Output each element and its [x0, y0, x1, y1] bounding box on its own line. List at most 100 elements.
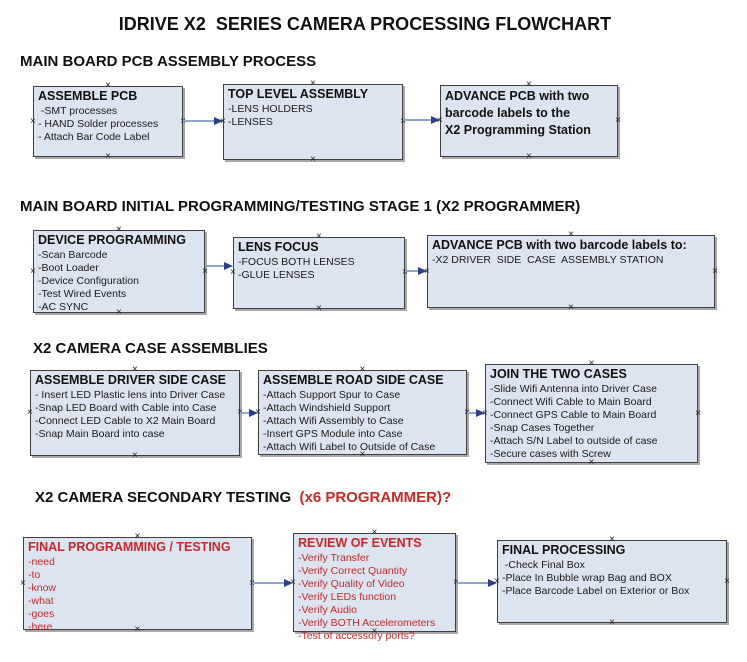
- flow-arrow: [205, 261, 233, 271]
- flow-box-join-the-two-cases[interactable]: JOIN THE TWO CASES -Slide Wifi Antenna i…: [482, 359, 701, 468]
- box-item: -Place Barcode Label on Exterior or Box: [502, 585, 690, 597]
- arrow-line: [205, 265, 224, 267]
- box-item: -Test Wired Events: [38, 288, 127, 300]
- flow-box-review-of-events[interactable]: REVIEW OF EVENTS -Verify Transfer-Verify…: [290, 528, 459, 643]
- connection-handle-icon: ×: [568, 302, 574, 313]
- flow-box-lens-focus[interactable]: LENS FOCUS -FOCUS BOTH LENSES-GLUE LENSE…: [230, 232, 408, 314]
- box-item: -Verify Quality of Video: [298, 578, 405, 590]
- box-item: - HAND Solder processes: [38, 118, 159, 130]
- flow-arrow: [183, 116, 223, 126]
- arrow-head-icon: [488, 579, 497, 587]
- box-items: -Scan Barcode-Boot Loader-Device Configu…: [38, 249, 200, 314]
- box-title: LENS FOCUS: [238, 240, 319, 254]
- box-item: - Attach Bar Code Label: [38, 131, 150, 143]
- box-item: -here: [28, 621, 53, 633]
- box-item: -Test of accessory ports?: [298, 630, 415, 642]
- arrow-line: [240, 412, 249, 414]
- box-title: DEVICE PROGRAMMING: [38, 233, 186, 247]
- arrow-head-icon: [214, 117, 223, 125]
- box-title: ASSEMBLE PCB: [38, 89, 138, 103]
- box-item: -Scan Barcode: [38, 249, 108, 261]
- box-title: TOP LEVEL ASSEMBLY: [228, 87, 369, 101]
- box-item: -Verify LEDs function: [298, 591, 397, 603]
- box-item: -to: [28, 569, 41, 581]
- section-header-initial-programming: MAIN BOARD INITIAL PROGRAMMING/TESTING S…: [20, 198, 581, 215]
- flow-arrow: [456, 578, 497, 588]
- connection-handle-icon: ×: [105, 151, 111, 162]
- box-items: -Slide Wifi Antenna into Driver Case-Con…: [490, 383, 693, 461]
- box-item: -Attach Wifi Assembly to Case: [263, 415, 404, 427]
- arrow-line: [183, 120, 214, 122]
- box-item: -LENSES: [228, 116, 273, 128]
- box-items: -need-to-know-what-goes-here: [28, 556, 247, 634]
- connection-handle-icon: ×: [316, 303, 322, 314]
- connection-handle-icon: ×: [712, 265, 718, 277]
- box-items: -Attach Support Spur to Case-Attach Wind…: [263, 389, 462, 454]
- flow-box-top-level-assembly[interactable]: TOP LEVEL ASSEMBLY -LENS HOLDERS-LENSES …: [220, 79, 406, 165]
- arrow-head-icon: [284, 579, 293, 587]
- section-header-red-text: (x6 PROGRAMMER)?: [299, 489, 452, 506]
- connection-handle-icon: ×: [609, 617, 615, 628]
- box-item: -Place In Bubble wrap Bag and BOX: [502, 572, 672, 584]
- box-item: -Secure cases with Screw: [490, 448, 611, 460]
- box-item: -Insert GPS Module into Case: [263, 428, 403, 440]
- flow-arrow: [467, 408, 485, 418]
- flow-box-final-programming-testing[interactable]: FINAL PROGRAMMING / TESTING -need-to-kno…: [20, 532, 255, 635]
- flow-box-device-programming[interactable]: DEVICE PROGRAMMING -Scan Barcode-Boot Lo…: [30, 225, 208, 318]
- box-item: -GLUE LENSES: [238, 269, 315, 281]
- box-item: -what: [28, 595, 54, 607]
- box-item: -AC SYNC: [38, 301, 89, 313]
- section-header-pcb-assembly: MAIN BOARD PCB ASSEMBLY PROCESS: [20, 53, 317, 70]
- arrow-head-icon: [476, 409, 485, 417]
- box-item: -Device Configuration: [38, 275, 139, 287]
- connection-handle-icon: ×: [132, 450, 138, 461]
- box-item: -Connect LED Cable to X2 Main Board: [35, 415, 216, 427]
- arrow-line: [467, 412, 476, 414]
- box-item: -know: [28, 582, 57, 594]
- flow-box-assemble-pcb[interactable]: ASSEMBLE PCB -SMT processes- HAND Solder…: [30, 81, 186, 162]
- box-item: -goes: [28, 608, 55, 620]
- arrow-head-icon: [249, 409, 258, 417]
- box-item: -Check Final Box: [502, 559, 585, 571]
- box-items: -SMT processes- HAND Solder processes- A…: [38, 105, 178, 144]
- box-item: -need: [28, 556, 55, 568]
- flow-arrow: [240, 408, 258, 418]
- connection-handle-icon: ×: [30, 265, 36, 277]
- connection-handle-icon: ×: [724, 575, 730, 587]
- flow-box-final-processing[interactable]: FINAL PROCESSING -Check Final Box-Place …: [494, 535, 730, 628]
- box-title: ASSEMBLE DRIVER SIDE CASE: [35, 373, 227, 387]
- box-title: FINAL PROGRAMMING / TESTING: [28, 540, 231, 554]
- box-item: -Snap Main Board into case: [35, 428, 165, 440]
- box-items: - Insert LED Plastic lens into Driver Ca…: [35, 389, 235, 441]
- box-item: -X2 DRIVER SIDE CASE ASSEMBLY STATION: [432, 254, 664, 266]
- box-items: -X2 DRIVER SIDE CASE ASSEMBLY STATION: [432, 254, 710, 267]
- box-item: -Slide Wifi Antenna into Driver Case: [490, 383, 657, 395]
- flow-box-advance-pcb-programming-station[interactable]: ADVANCE PCB with two barcode labels to t…: [437, 80, 621, 162]
- flow-box-assemble-road-side-case[interactable]: ASSEMBLE ROAD SIDE CASE -Attach Support …: [255, 365, 470, 460]
- box-title: ASSEMBLE ROAD SIDE CASE: [263, 373, 444, 387]
- connection-handle-icon: ×: [310, 154, 316, 165]
- flow-box-assemble-driver-side-case[interactable]: ASSEMBLE DRIVER SIDE CASE - Insert LED P…: [27, 365, 243, 461]
- box-item: -Verify BOTH Accelerometers: [298, 617, 436, 629]
- flow-arrow: [403, 115, 440, 125]
- box-title: FINAL PROCESSING: [502, 543, 626, 557]
- arrow-line: [252, 582, 284, 584]
- page-title: IDRIVE X2 SERIES CAMERA PROCESSING FLOWC…: [118, 14, 612, 34]
- box-item: -Attach Wifi Label to Outside of Case: [263, 441, 436, 453]
- box-item: -Attach Windshield Support: [263, 402, 391, 414]
- box-item: -Verify Correct Quantity: [298, 565, 408, 577]
- connection-handle-icon: ×: [695, 407, 701, 419]
- arrow-head-icon: [224, 262, 233, 270]
- box-item: -Verify Transfer: [298, 552, 370, 564]
- box-item: -FOCUS BOTH LENSES: [238, 256, 355, 268]
- box-item: -Connect Wifi Cable to Main Board: [490, 396, 652, 408]
- flow-arrow: [252, 578, 293, 588]
- box-item: -Attach Support Spur to Case: [263, 389, 401, 401]
- connection-handle-icon: ×: [20, 577, 26, 589]
- box-item: -Attach S/N Label to outside of case: [490, 435, 658, 447]
- connection-handle-icon: ×: [615, 115, 621, 126]
- box-title: ADVANCE PCB with two barcode labels to t…: [445, 89, 591, 137]
- box-items: -LENS HOLDERS-LENSES: [228, 103, 398, 129]
- flow-box-advance-pcb-case-assembly[interactable]: ADVANCE PCB with two barcode labels to: …: [424, 230, 718, 313]
